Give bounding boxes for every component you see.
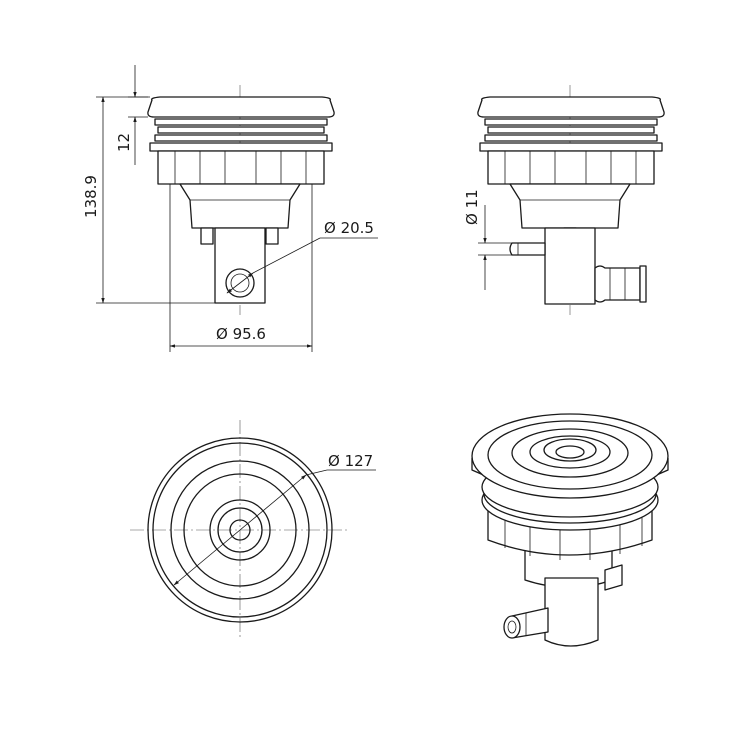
dim-flange-diameter: Ø 127 [173,452,376,586]
isometric-view [471,413,669,647]
total-height-label: 138.9 [82,175,100,218]
dim-total-height: 138.9 [82,96,215,304]
front-view [147,85,335,315]
dim-inlet-diameter: Ø 11 [463,189,512,290]
port-diameter-label: Ø 20.5 [324,219,374,237]
cap-height-label: 12 [115,133,133,152]
dim-port-diameter: Ø 20.5 [226,219,378,294]
dim-cap-height: 12 [115,65,148,165]
inlet-diameter-label: Ø 11 [463,189,481,225]
flange-diameter-label: Ø 127 [328,452,373,470]
side-view [477,85,665,315]
dim-body-diameter: Ø 95.6 [169,184,313,352]
body-diameter-label: Ø 95.6 [216,325,266,343]
